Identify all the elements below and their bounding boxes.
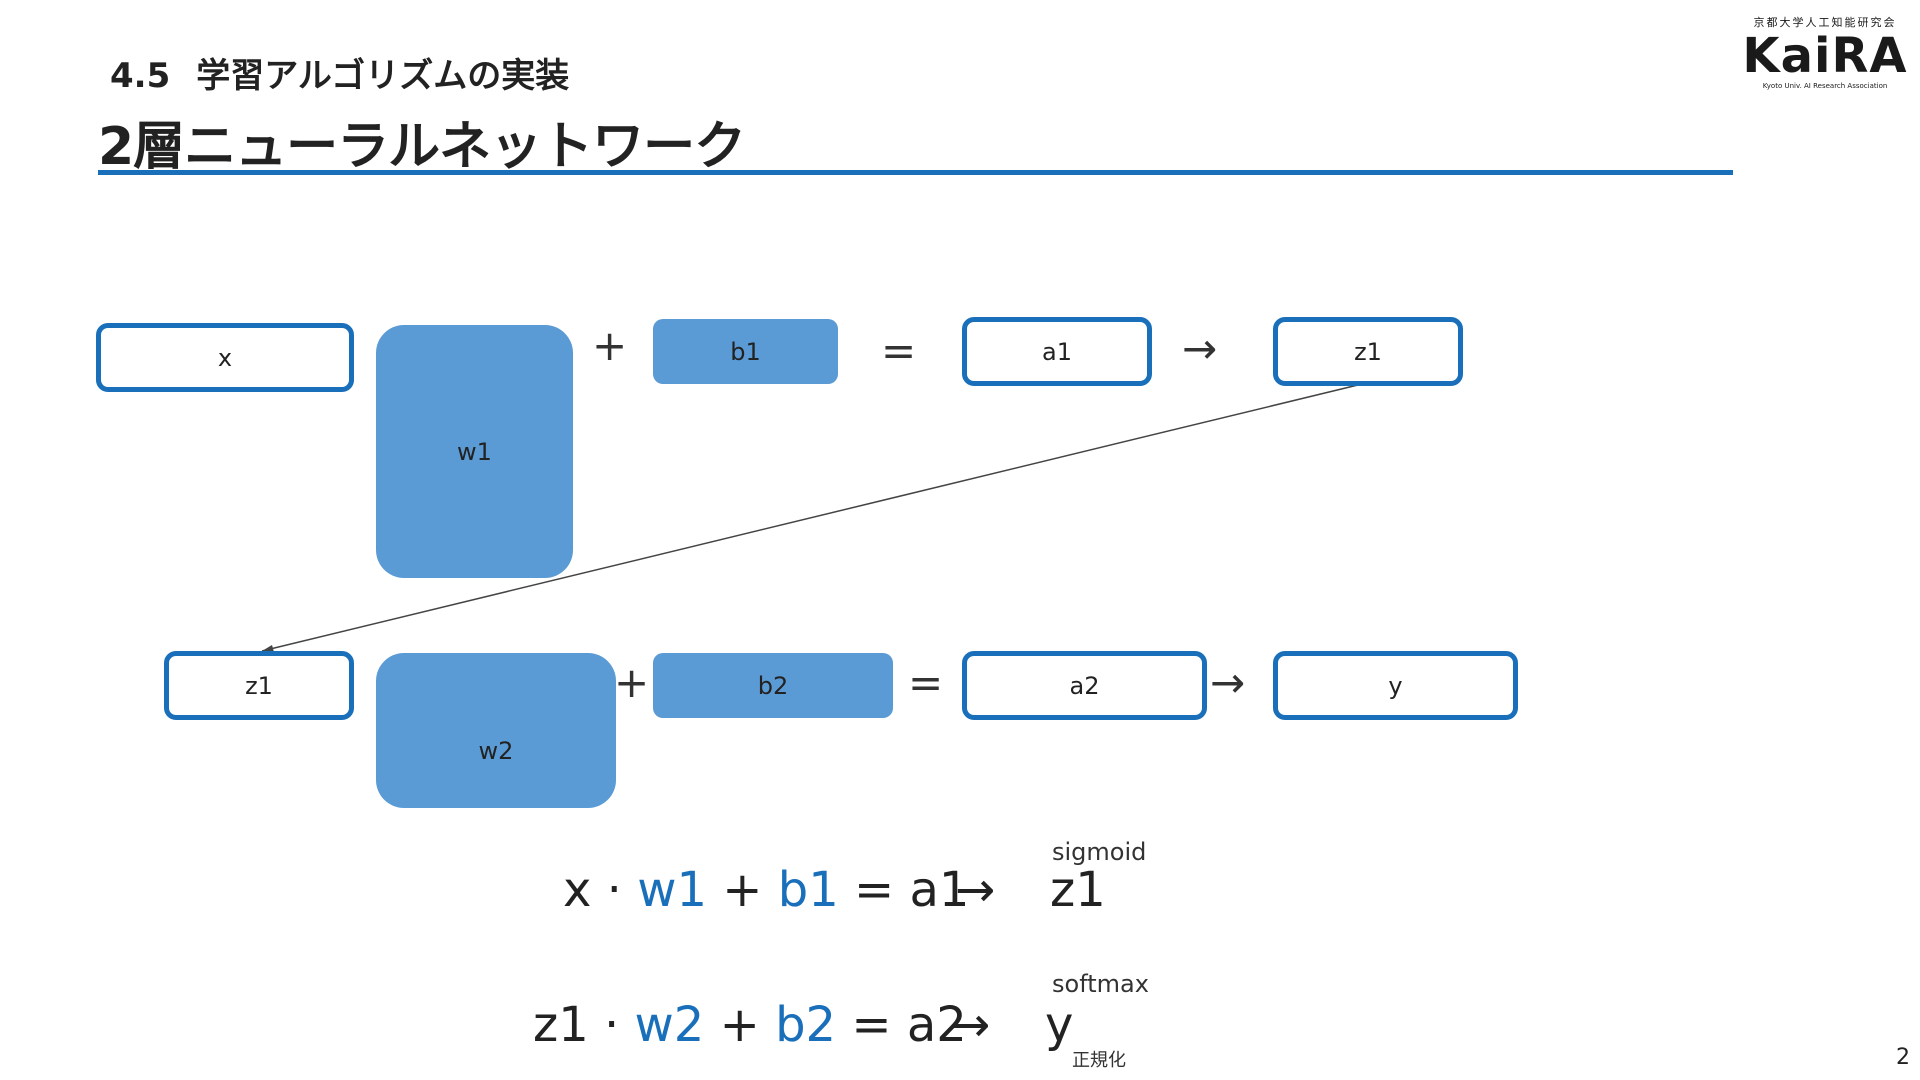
eq1-dot: · [606, 862, 622, 918]
section-heading: 4.5 学習アルゴリズムの実装 [110, 48, 569, 97]
layer1-input-box: x [96, 323, 354, 392]
equation-2: z1 · w2 + b2 = a2 [533, 997, 967, 1053]
layer1-equals: = [881, 326, 917, 375]
layer2-input-box: z1 [164, 651, 354, 720]
eq1-result: z1 [1050, 862, 1106, 918]
eq1-bias: b1 [777, 862, 839, 918]
layer1-bias-box: b1 [653, 319, 838, 384]
layer2-equals: = [908, 658, 944, 707]
layer2-weight-box: w2 [376, 653, 616, 808]
eq2-dot: · [604, 997, 620, 1053]
eq2-activation-label: softmax [1052, 970, 1149, 998]
logo-top-text: 京都大学人工知能研究会 [1753, 16, 1897, 29]
eq2-equals: = a2 [851, 997, 967, 1053]
eq1-arrow: → [955, 862, 996, 918]
layer1-weight-box: w1 [376, 325, 573, 578]
connector-arrowhead [262, 645, 274, 652]
layer2-plus: + [614, 658, 650, 707]
eq2-input: z1 [533, 997, 589, 1053]
eq1-input: x [563, 862, 592, 918]
eq1-weight: w1 [637, 862, 707, 918]
equation-1: x · w1 + b1 = a1 [563, 862, 969, 918]
title-underline [98, 170, 1733, 175]
page-title: 2層ニューラルネットワーク [98, 117, 746, 177]
section-number: 4.5 [110, 56, 171, 96]
eq2-arrow: → [950, 997, 991, 1053]
eq2-weight: w2 [634, 997, 705, 1053]
eq1-plus: + [722, 862, 763, 918]
eq2-bias: b2 [775, 997, 837, 1053]
logo-sub-text: Kyoto Univ. AI Research Association [1762, 82, 1888, 90]
layer1-plus: + [592, 321, 628, 370]
layer2-bias-box: b2 [653, 653, 893, 718]
z1-connector-line [261, 383, 1363, 652]
eq1-equals: = a1 [854, 862, 970, 918]
layer1-output-box: z1 [1273, 317, 1463, 386]
eq2-result: y [1045, 997, 1074, 1053]
page-number: 2 [1896, 1045, 1910, 1070]
logo-main-text: KaiRA [1742, 28, 1908, 84]
layer1-arrow: → [1182, 324, 1218, 373]
kaira-logo: 京都大学人工知能研究会 KaiRA Kyoto Univ. AI Researc… [1740, 14, 1910, 90]
section-title: 学習アルゴリズムの実装 [196, 56, 570, 96]
layer1-preactivation-box: a1 [962, 317, 1152, 386]
layer2-output-box: y [1273, 651, 1518, 720]
layer2-arrow: → [1210, 658, 1246, 707]
eq2-plus: + [719, 997, 760, 1053]
layer2-preactivation-box: a2 [962, 651, 1207, 720]
eq1-activation-label: sigmoid [1052, 838, 1147, 866]
eq2-normalization-note: 正規化 [1072, 1050, 1126, 1071]
